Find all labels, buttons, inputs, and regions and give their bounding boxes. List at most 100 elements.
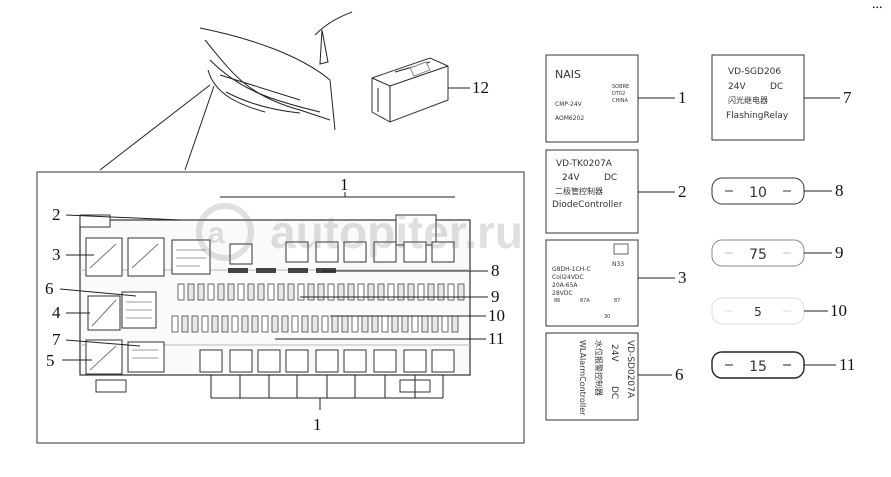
- fuse-blade: [437, 283, 445, 301]
- fuse-blade: [207, 283, 215, 301]
- callout-3-right: 3: [678, 268, 687, 287]
- fuse-blade: [451, 315, 459, 333]
- callout-7-right: 7: [843, 88, 852, 107]
- fuse-blade: [287, 283, 295, 301]
- callout-9-right: 9: [835, 243, 844, 262]
- fuse-blade: [397, 283, 405, 301]
- fuse-blade: [351, 315, 359, 333]
- fuse-blade: [261, 315, 269, 333]
- fuse-blade: [457, 283, 465, 301]
- svg-text:CHINA: CHINA: [612, 98, 628, 104]
- fuse-blade: [387, 283, 395, 301]
- fuse-blade: [191, 315, 199, 333]
- watermark: a autopiter.ru: [196, 203, 523, 261]
- fuse-blade: [247, 283, 255, 301]
- fuse-box-frame: [36, 171, 525, 444]
- fuse-blade: [291, 315, 299, 333]
- fuse-blade: [401, 315, 409, 333]
- fuse-blade: [307, 283, 315, 301]
- fuse-blade: [391, 315, 399, 333]
- svg-text:N33: N33: [612, 261, 624, 268]
- svg-text:30: 30: [604, 314, 610, 320]
- fuse-blade: [181, 315, 189, 333]
- fuse-blade: [321, 315, 329, 333]
- svg-text:87A: 87A: [580, 298, 590, 304]
- callout-11-mid: 11: [488, 329, 504, 348]
- fuse-blade: [267, 283, 275, 301]
- fuse-blade: [277, 283, 285, 301]
- svg-text:NAIS: NAIS: [555, 68, 581, 81]
- fuse-blade: [211, 315, 219, 333]
- control-module-12: 12: [371, 57, 489, 123]
- fuse-11: 15 11: [711, 351, 855, 379]
- fuse-blade: [377, 283, 385, 301]
- fuse-panel: [79, 214, 471, 393]
- fuse-blade: [431, 315, 439, 333]
- svg-text:75: 75: [749, 247, 767, 263]
- leader-line: [99, 84, 211, 171]
- svg-text:5: 5: [754, 305, 762, 319]
- fuse-blade: [371, 315, 379, 333]
- svg-text:20A-65A: 20A-65A: [552, 282, 578, 289]
- relay-label-g8dh: G8DH-1CH-C Coil24VDC 20A-65A 28VDC 86 87…: [545, 239, 687, 327]
- callout-12: 12: [472, 78, 489, 97]
- fuse-blade: [417, 283, 425, 301]
- callout-5-left: 5: [46, 351, 55, 370]
- leader-line: [184, 85, 215, 171]
- callout-8-mid: 8: [491, 261, 500, 280]
- svg-text:24V: 24V: [609, 344, 619, 362]
- fuse-blade: [201, 315, 209, 333]
- fuse-blade: [381, 315, 389, 333]
- callout-8-right: 8: [835, 181, 844, 200]
- relay-label-tk: VD-TK0207A 24V DC 二极管控制器 DiodeController…: [545, 149, 687, 234]
- svg-text:WLAlarmController: WLAlarmController: [578, 340, 587, 416]
- fuse-blade: [311, 315, 319, 333]
- svg-text:86: 86: [554, 298, 560, 304]
- svg-text:a: a: [208, 217, 225, 250]
- svg-text:Coil24VDC: Coil24VDC: [552, 274, 584, 281]
- svg-text:VD-SD0207A: VD-SD0207A: [625, 340, 635, 399]
- relay-label-nais: NAIS SOBRE DT02 CHINA CMP-24V AOM6202 1: [545, 54, 687, 143]
- callout-1-bottom: 1: [313, 415, 322, 434]
- fuse-blade: [317, 283, 325, 301]
- fuse-blade: [357, 283, 365, 301]
- fuse-8: 10 8: [711, 177, 844, 205]
- fuse-blade: [421, 315, 429, 333]
- svg-text:二极管控制器: 二极管控制器: [555, 186, 603, 196]
- fuse-blade: [171, 315, 179, 333]
- watermark-text: autopiter.ru: [270, 206, 523, 258]
- svg-text:DT02: DT02: [612, 91, 625, 97]
- svg-text:24V: 24V: [562, 173, 580, 183]
- fuse-9: 75 9: [711, 239, 844, 267]
- fuse-blade: [241, 315, 249, 333]
- callout-9-mid: 9: [491, 287, 500, 306]
- fuse-blade: [257, 283, 265, 301]
- fuse-blade: [407, 283, 415, 301]
- fuse-blade: [177, 283, 185, 301]
- bottom-connectors: [210, 375, 444, 410]
- svg-text:FlashingRelay: FlashingRelay: [726, 111, 789, 121]
- fuse-blade: [347, 283, 355, 301]
- callout-2-right: 2: [678, 182, 687, 201]
- svg-text:AOM6202: AOM6202: [555, 115, 584, 122]
- corner-mark: ⸱⸱⸱: [872, 0, 882, 15]
- callout-10-right: 10: [830, 301, 847, 320]
- svg-text:DiodeController: DiodeController: [552, 200, 623, 210]
- fuse-blade: [271, 315, 279, 333]
- fuse-blade: [227, 283, 235, 301]
- svg-text:28VDC: 28VDC: [552, 290, 573, 297]
- svg-text:24V: 24V: [728, 82, 746, 92]
- svg-text:15: 15: [749, 359, 767, 375]
- fuse-blade: [331, 315, 339, 333]
- fuse-blade: [221, 315, 229, 333]
- fuse-blade: [427, 283, 435, 301]
- callout-4-left: 4: [52, 303, 61, 322]
- fuse-blade: [361, 315, 369, 333]
- svg-text:DC: DC: [609, 386, 619, 399]
- callout-7-left: 7: [52, 330, 61, 349]
- fuse-blade: [327, 283, 335, 301]
- fuse-blade: [341, 315, 349, 333]
- fuse-blade: [251, 315, 259, 333]
- fuse-10: 5 10: [711, 297, 847, 325]
